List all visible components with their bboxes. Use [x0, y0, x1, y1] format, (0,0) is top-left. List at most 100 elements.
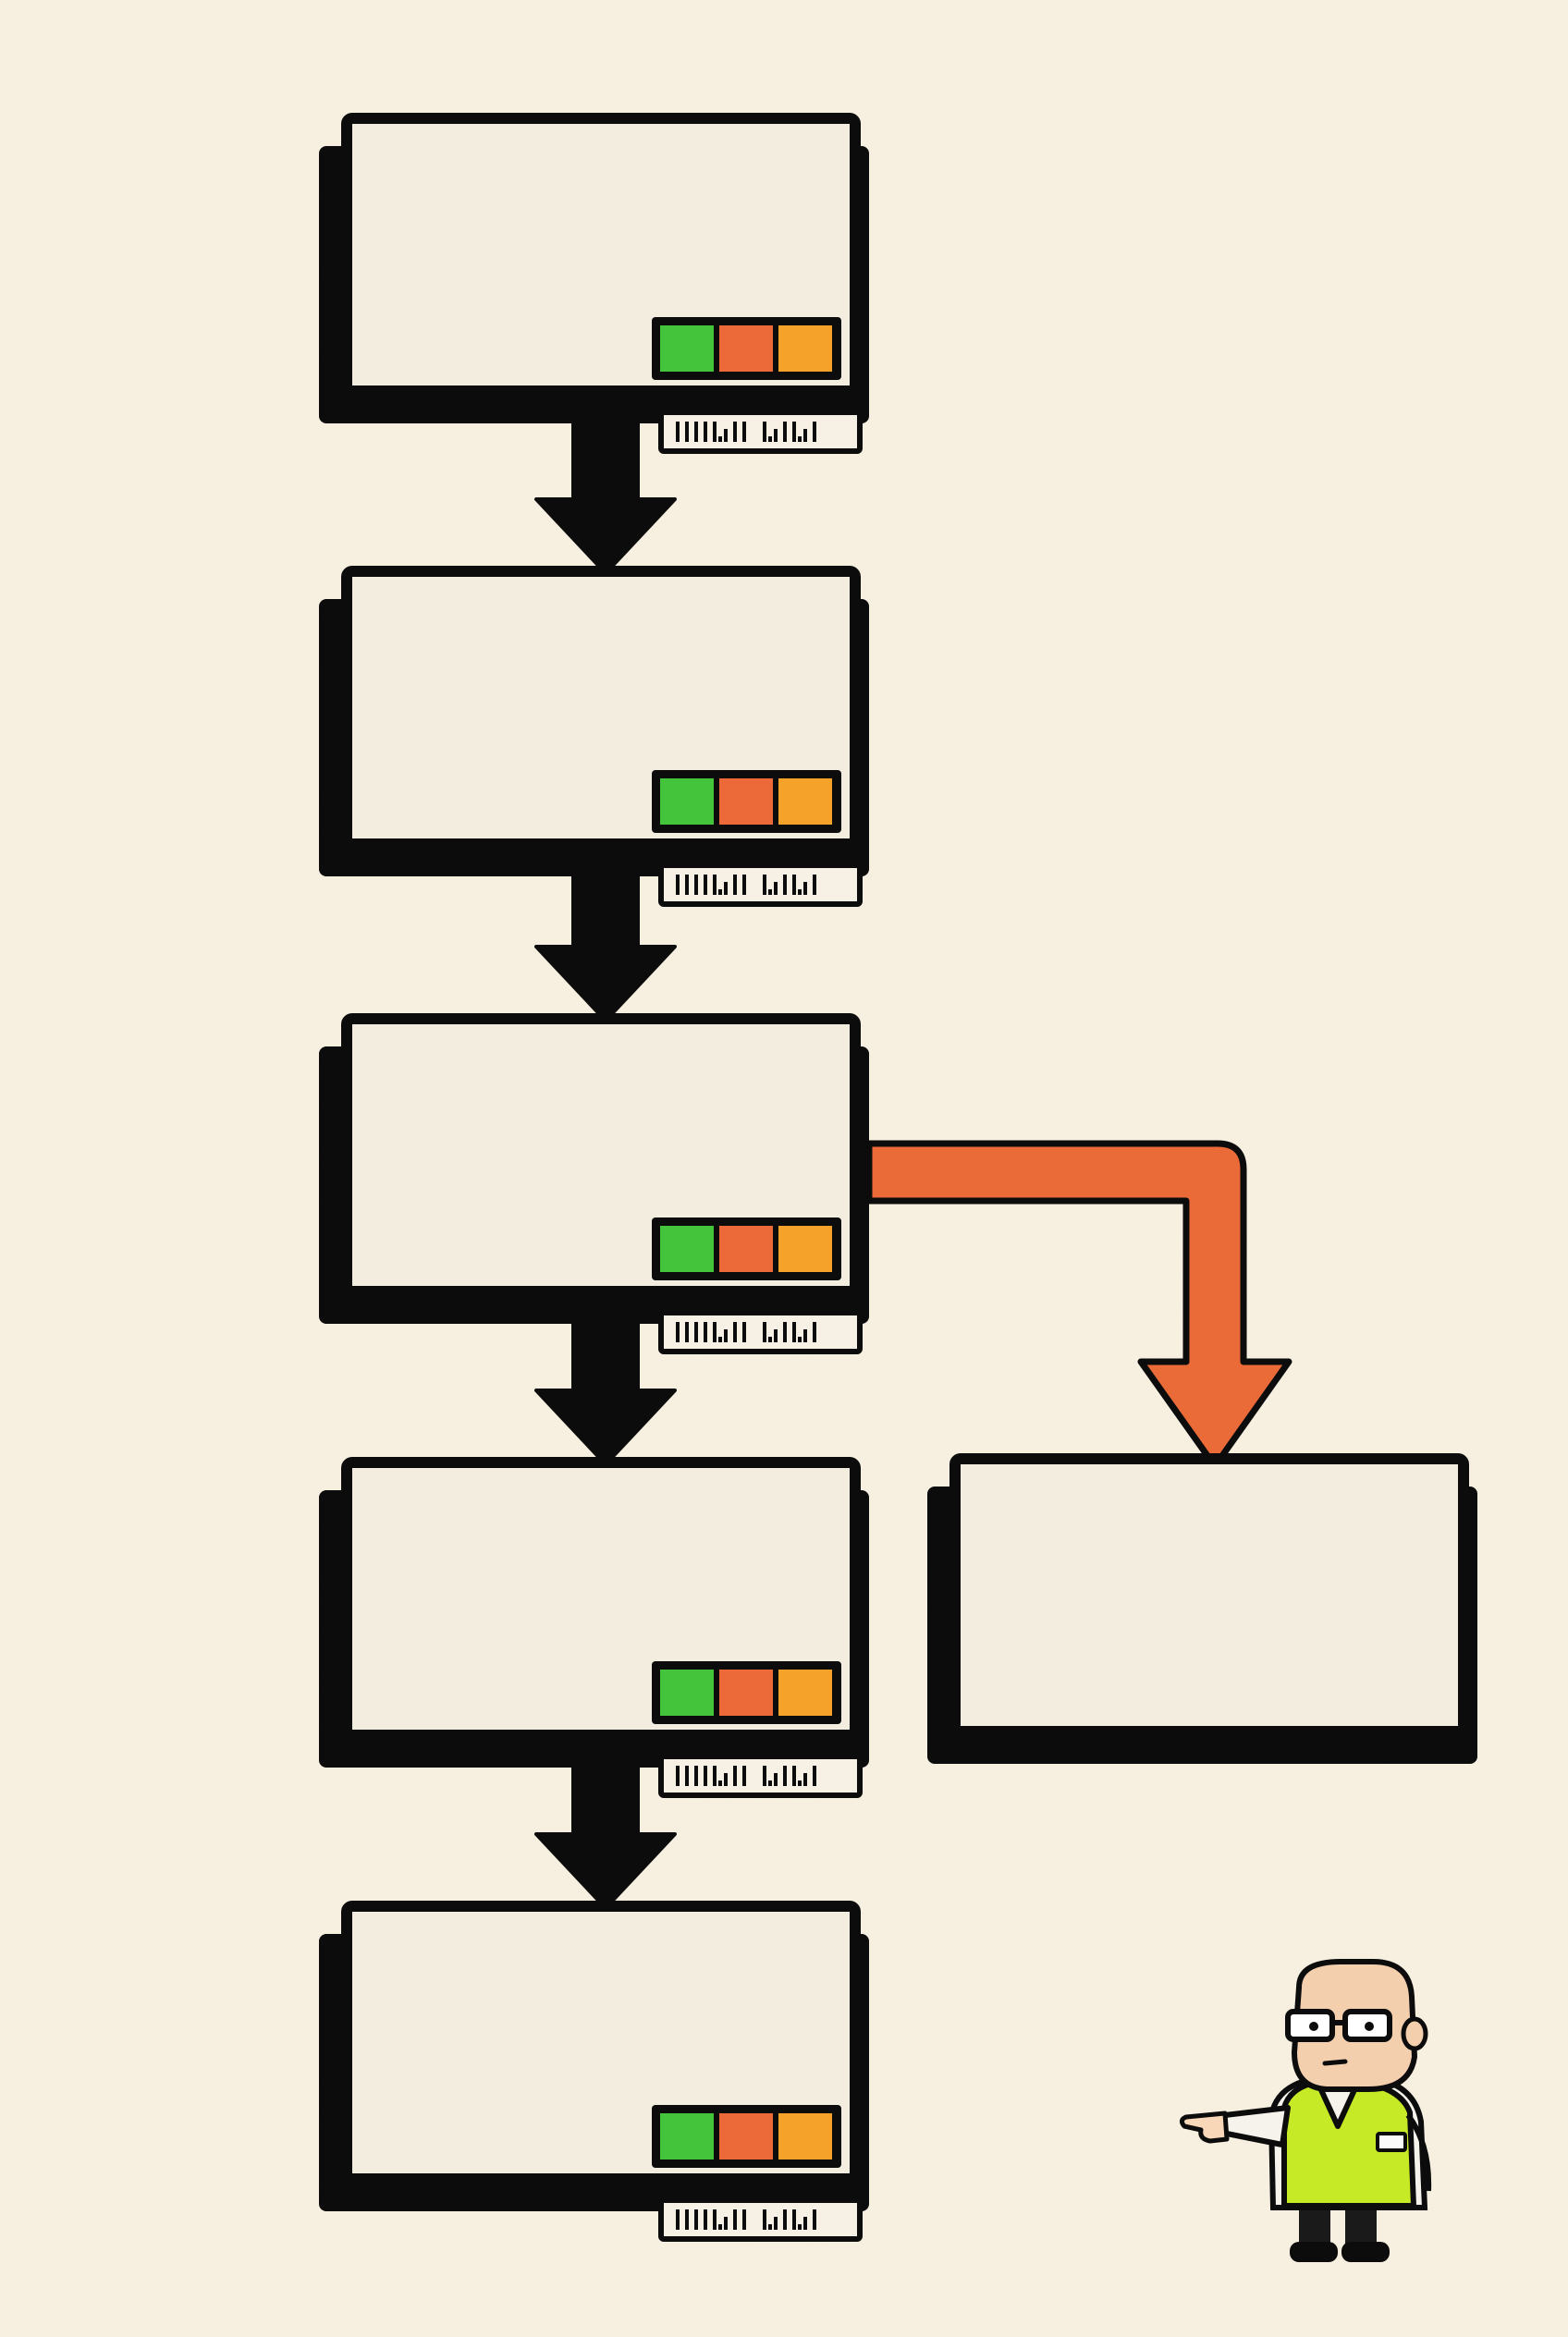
step-4-barcode-bar: [676, 1766, 680, 1786]
step-4-barcode-bar: [704, 1766, 707, 1786]
edge-step-3-to-branch-target: [865, 1140, 1292, 1470]
step-2-barcode-bar: [813, 875, 816, 895]
step-3-barcode-bar: [768, 1337, 772, 1342]
step-2-barcode-bar: [798, 889, 802, 895]
step-3-barcode-bar: [694, 1322, 698, 1342]
step-4-barcode-bar: [718, 1780, 722, 1786]
step-4-barcode-bar: [763, 1766, 766, 1786]
step-3-status-green-indicator: [660, 1226, 714, 1272]
step-3-barcode-bar: [798, 1337, 802, 1342]
step-5-barcode-label: [658, 2197, 863, 2242]
step-5-barcode-bar: [724, 2217, 728, 2230]
step-1-barcode-bar: [768, 436, 772, 442]
step-3-barcode-bar: [783, 1322, 787, 1342]
inspector-left-eye: [1309, 2022, 1318, 2031]
inspector-right-arm: [1405, 2113, 1432, 2192]
step-4-barcode-bar: [768, 1780, 772, 1786]
step-2-barcode-bar: [704, 875, 707, 895]
step-4-barcode-bar: [733, 1766, 737, 1786]
step-5-barcode-bar: [783, 2209, 787, 2230]
step-5-barcode-bar: [685, 2209, 689, 2230]
step-2-barcode-bar: [733, 875, 737, 895]
inspector-ear-icon: [1401, 2016, 1428, 2051]
step-1-barcode-bar: [792, 422, 796, 442]
step-1-barcode-bar: [733, 422, 737, 442]
step-4-barcode-bar: [685, 1766, 689, 1786]
pointing-hand-icon: [1179, 2111, 1230, 2144]
step-3-barcode-bar: [676, 1322, 680, 1342]
step-3-status-amber-indicator: [778, 1226, 832, 1272]
step-1-barcode-bar: [724, 429, 728, 442]
step-4-status-green-indicator: [660, 1670, 714, 1716]
step-5-barcode-bar: [813, 2209, 816, 2230]
step-2-barcode-bar: [742, 875, 746, 895]
step-2-barcode-bar: [724, 882, 728, 895]
node-step-4: [319, 1457, 869, 1798]
step-2-status-red-indicator: [719, 778, 773, 825]
branch-arrow: [865, 1140, 1292, 1470]
step-2-barcode-bar: [774, 882, 778, 895]
step-1-barcode-bar: [713, 422, 717, 442]
step-3-barcode-bar: [685, 1322, 689, 1342]
step-1-barcode-bar: [763, 422, 766, 442]
step-1-barcode-bar: [704, 422, 707, 442]
step-4-barcode-bar: [724, 1773, 728, 1786]
branch-target-card: [949, 1453, 1469, 1737]
step-4-barcode-bar: [803, 1773, 807, 1786]
step-5-barcode-bar: [763, 2209, 766, 2230]
step-1-barcode-label: [658, 410, 863, 454]
step-3-barcode-bar: [803, 1329, 807, 1342]
step-1-status-amber-indicator: [778, 325, 832, 372]
node-step-5: [319, 1901, 869, 2242]
step-4-barcode-bar: [742, 1766, 746, 1786]
step-1-barcode-bar: [694, 422, 698, 442]
step-2-barcode-bar: [676, 875, 680, 895]
step-1-barcode-bar: [813, 422, 816, 442]
node-step-3: [319, 1013, 869, 1354]
step-3-barcode-bar: [713, 1322, 717, 1342]
step-2-barcode-bar: [783, 875, 787, 895]
step-5-barcode-bar: [733, 2209, 737, 2230]
step-5-barcode-bar: [774, 2217, 778, 2230]
step-3-barcode-bar: [742, 1322, 746, 1342]
step-5-barcode-bar: [713, 2209, 717, 2230]
node-step-1: [319, 113, 869, 454]
step-5-barcode-bar: [704, 2209, 707, 2230]
step-3-barcode-bar: [813, 1322, 816, 1342]
step-1-barcode-bar: [685, 422, 689, 442]
step-4-barcode-bar: [813, 1766, 816, 1786]
step-4-barcode-bar: [783, 1766, 787, 1786]
step-3-barcode-bar: [774, 1329, 778, 1342]
step-1-barcode-bar: [676, 422, 680, 442]
step-5-status-amber-indicator: [778, 2113, 832, 2160]
step-2-status-amber-indicator: [778, 778, 832, 825]
step-1-barcode-bar: [798, 436, 802, 442]
step-1-barcode-bar: [774, 429, 778, 442]
step-3-barcode-bar: [792, 1322, 796, 1342]
step-5-barcode-bar: [742, 2209, 746, 2230]
step-1-status-red-indicator: [719, 325, 773, 372]
step-2-barcode-bar: [763, 875, 766, 895]
step-2-barcode-label: [658, 863, 863, 907]
step-1-barcode-bar: [803, 429, 807, 442]
step-4-barcode-bar: [694, 1766, 698, 1786]
step-2-barcode-bar: [718, 889, 722, 895]
step-5-barcode-bar: [798, 2224, 802, 2230]
step-1-status-green-indicator: [660, 325, 714, 372]
step-4-barcode-label: [658, 1754, 863, 1798]
inspector-left-shoe: [1290, 2242, 1338, 2262]
step-5-status-green-indicator: [660, 2113, 714, 2160]
step-3-barcode-label: [658, 1310, 863, 1354]
step-4-barcode-bar: [713, 1766, 717, 1786]
step-4-status-red-indicator: [719, 1670, 773, 1716]
step-5-barcode-bar: [768, 2224, 772, 2230]
step-4-status-amber-indicator: [778, 1670, 832, 1716]
step-3-barcode-bar: [733, 1322, 737, 1342]
step-3-barcode-bar: [763, 1322, 766, 1342]
step-3-status-red-indicator: [719, 1226, 773, 1272]
step-1-barcode-bar: [783, 422, 787, 442]
step-4-barcode-bar: [792, 1766, 796, 1786]
step-5-barcode-bar: [792, 2209, 796, 2230]
inspector-badge-icon: [1376, 2132, 1407, 2152]
